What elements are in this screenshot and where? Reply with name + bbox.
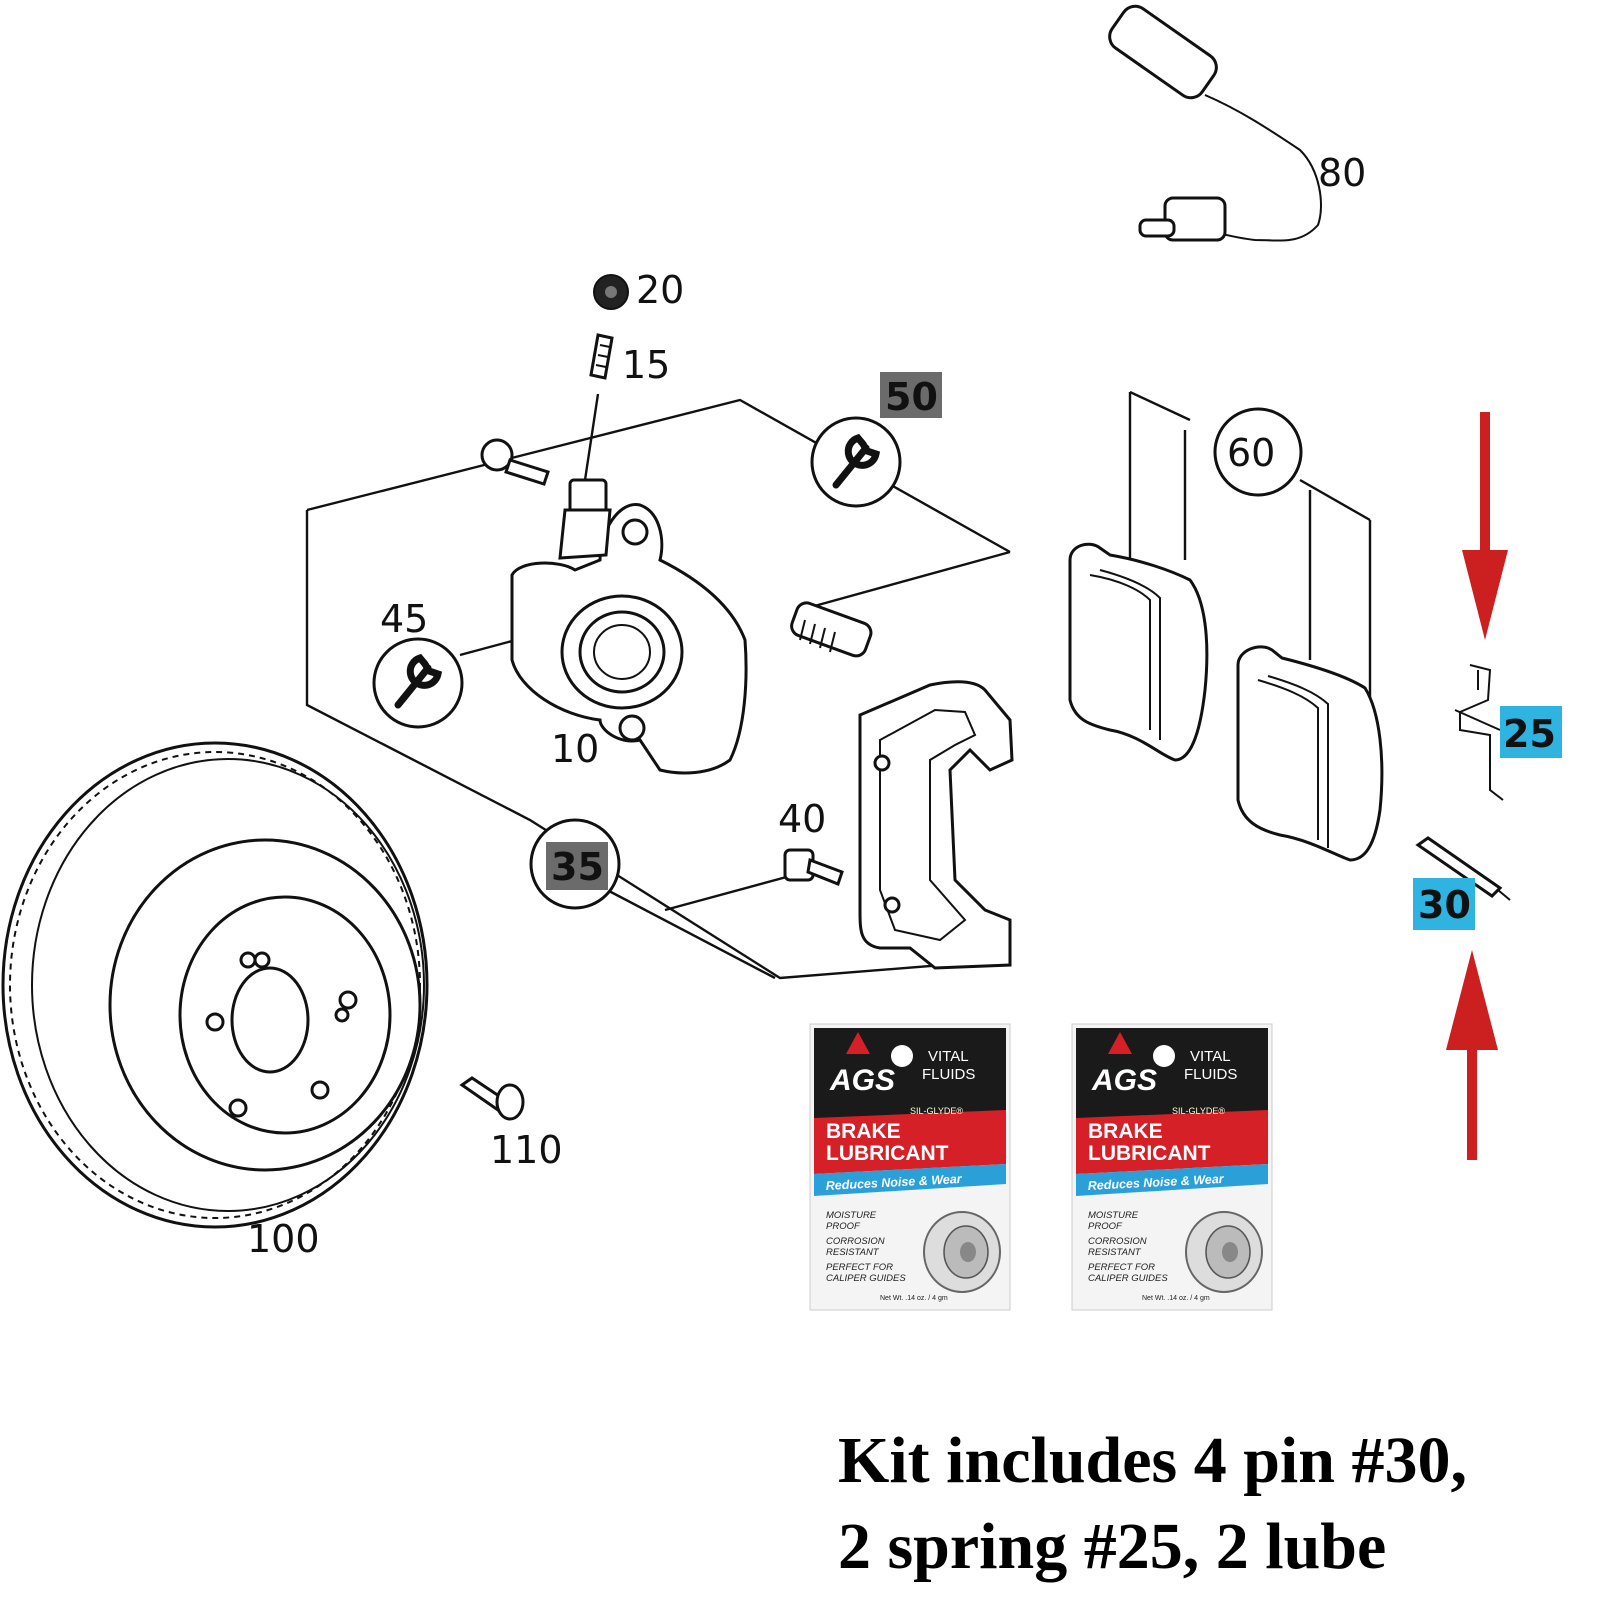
red-arrow-up — [1446, 950, 1498, 1160]
callout-30: 30 — [1418, 883, 1471, 927]
callout-45: 45 — [380, 597, 428, 641]
svg-text:PROOF: PROOF — [826, 1221, 861, 1232]
brake-pad-inner — [1068, 542, 1209, 762]
callout-30-box — [1413, 878, 1475, 930]
svg-text:CALIPER GUIDES: CALIPER GUIDES — [1088, 1273, 1168, 1284]
svg-text:MOISTURE: MOISTURE — [826, 1210, 877, 1221]
svg-text:VITAL: VITAL — [928, 1048, 969, 1065]
brake-pad-outer — [1236, 645, 1384, 862]
svg-text:BRAKE: BRAKE — [826, 1120, 901, 1143]
svg-text:CORROSION: CORROSION — [826, 1236, 885, 1247]
callout-100: 100 — [247, 1217, 320, 1261]
caliper-part — [510, 478, 748, 775]
caliper-bolt-upper — [480, 438, 550, 486]
callout-25-box — [1500, 706, 1562, 758]
svg-text:AGS: AGS — [829, 1064, 895, 1097]
svg-text:CALIPER GUIDES: CALIPER GUIDES — [826, 1273, 906, 1284]
svg-text:Net Wt. .14 oz. / 4 gm: Net Wt. .14 oz. / 4 gm — [1142, 1295, 1210, 1302]
bleeder-cap-part — [593, 274, 629, 310]
callout-50: 50 — [885, 375, 938, 419]
svg-text:RESISTANT: RESISTANT — [1088, 1247, 1142, 1258]
callout-60: 60 — [1227, 431, 1275, 475]
callout-80: 80 — [1318, 151, 1366, 195]
svg-text:PERFECT FOR: PERFECT FOR — [1088, 1262, 1155, 1273]
callout-35-box — [546, 842, 608, 890]
callout-40: 40 — [778, 797, 826, 841]
anti-rattle-spring-part — [1454, 664, 1504, 801]
bleeder-screw-part — [589, 333, 614, 380]
svg-text:FLUIDS: FLUIDS — [922, 1066, 975, 1083]
rotor-icon — [923, 1211, 1001, 1293]
bracket-bolt-part — [783, 848, 844, 886]
svg-text:VITAL: VITAL — [1190, 1048, 1231, 1065]
guide-pin-part — [790, 601, 873, 658]
brake-rotor-part — [1, 741, 429, 1229]
rotor-icon — [1185, 1211, 1263, 1293]
svg-text:FLUIDS: FLUIDS — [1184, 1066, 1237, 1083]
svg-text:CORROSION: CORROSION — [1088, 1236, 1147, 1247]
caliper-bracket-part — [858, 680, 1014, 970]
svg-text:MOISTURE: MOISTURE — [1088, 1210, 1139, 1221]
callout-60-circle — [1213, 407, 1303, 497]
kit-caption: Kit includes 4 pin #30, 2 spring #25, 2 … — [838, 1418, 1598, 1590]
svg-text:Net Wt. .14 oz. / 4 gm: Net Wt. .14 oz. / 4 gm — [880, 1295, 948, 1302]
kit-caption-line1: Kit includes 4 pin #30, — [838, 1424, 1467, 1497]
callout-15: 15 — [622, 343, 670, 387]
torque-symbol-50 — [810, 416, 902, 508]
rotor-screw-part — [459, 1076, 525, 1121]
torque-symbol-45 — [372, 637, 464, 729]
lube-packet-1: AGS VITAL FLUIDS SIL-GLYDE® BRAKE LUBRIC… — [809, 1023, 1011, 1311]
red-arrow-down — [1462, 412, 1508, 640]
svg-text:BRAKE: BRAKE — [1088, 1120, 1163, 1143]
kit-caption-line2: 2 spring #25, 2 lube — [838, 1510, 1387, 1583]
callout-35: 35 — [551, 845, 604, 889]
svg-text:SIL-GLYDE®: SIL-GLYDE® — [910, 1106, 963, 1116]
callout-20: 20 — [636, 268, 684, 312]
wear-sensor-part — [1108, 4, 1322, 242]
callout-10: 10 — [551, 727, 599, 771]
svg-text:LUBRICANT: LUBRICANT — [1088, 1142, 1211, 1165]
svg-text:LUBRICANT: LUBRICANT — [826, 1142, 949, 1165]
callout-25: 25 — [1503, 712, 1556, 756]
callout-50-box — [880, 372, 942, 418]
svg-text:AGS: AGS — [1091, 1064, 1157, 1097]
svg-text:SIL-GLYDE®: SIL-GLYDE® — [1172, 1106, 1225, 1116]
lube-packet-2: AGS VITAL FLUIDS SIL-GLYDE® BRAKE LUBRIC… — [1071, 1023, 1273, 1311]
svg-text:PERFECT FOR: PERFECT FOR — [826, 1262, 893, 1273]
callout-110: 110 — [490, 1128, 563, 1172]
svg-text:RESISTANT: RESISTANT — [826, 1247, 880, 1258]
svg-text:PROOF: PROOF — [1088, 1221, 1123, 1232]
